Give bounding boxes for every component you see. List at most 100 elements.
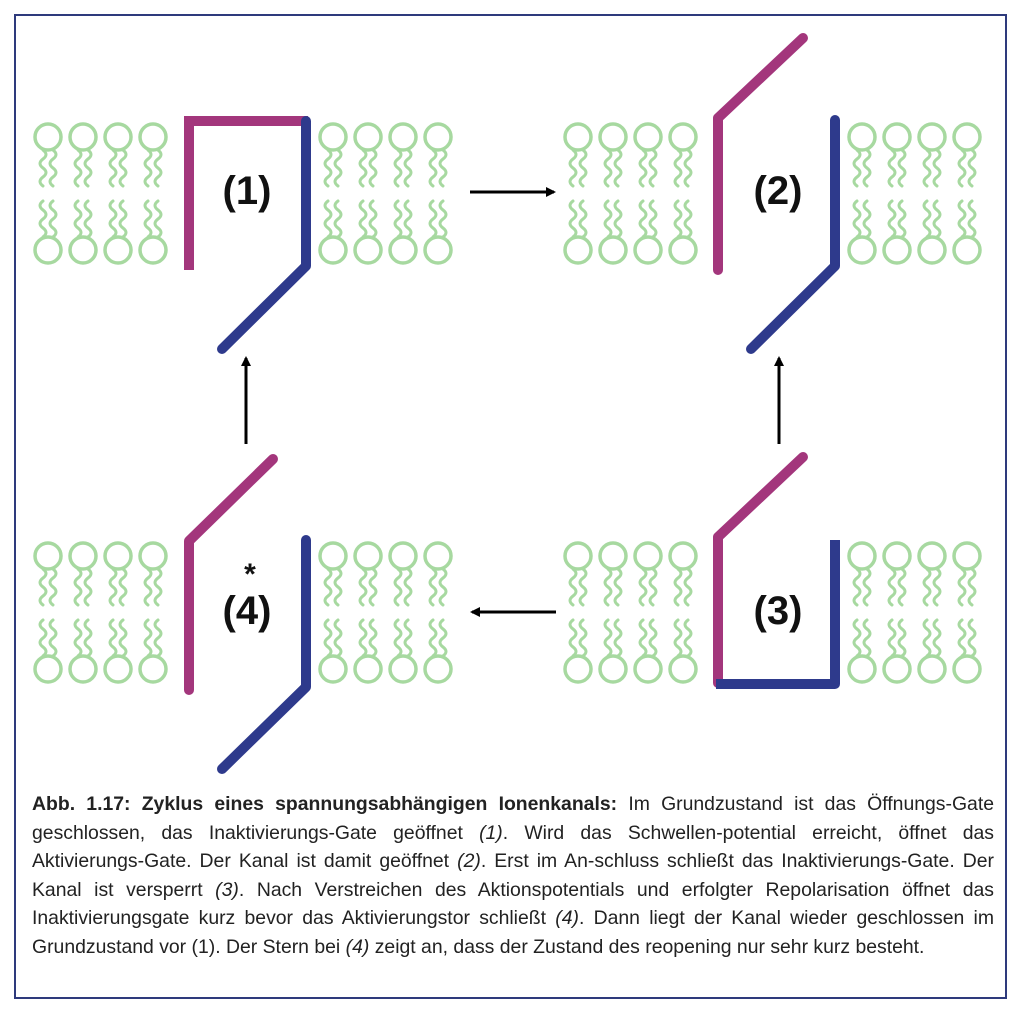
lipid-tail — [118, 567, 128, 607]
lipid-tail — [428, 199, 438, 239]
lipid-tail — [957, 199, 967, 239]
lipid-head-lower — [68, 654, 98, 684]
lipid-head-lower — [917, 235, 947, 265]
lipid-tail — [957, 567, 967, 607]
lipid-head-lower — [633, 654, 663, 684]
lipid-tail — [638, 148, 648, 188]
lipid-head-lower — [563, 654, 593, 684]
activation-gate — [713, 452, 808, 688]
lipid-head-lower — [917, 654, 947, 684]
lipid-head-upper — [633, 122, 663, 152]
lipid-head-upper — [353, 541, 383, 571]
lipid-tail — [48, 148, 58, 188]
lipid-tail — [673, 148, 683, 188]
lipid-tail — [323, 567, 333, 607]
lipid-tail — [922, 148, 932, 188]
lipid-tail — [638, 199, 648, 239]
caption-text: . Dann liegt der Kanal wieder geschlosse… — [32, 907, 994, 958]
lipid-head-upper — [318, 541, 348, 571]
lipid-bilayer-block — [563, 122, 698, 265]
lipid-tail — [648, 567, 658, 607]
lipid-tail — [897, 618, 907, 658]
lipid-tail — [683, 148, 693, 188]
lipid-tail — [108, 618, 118, 658]
lipid-tail — [922, 199, 932, 239]
lipid-head-lower — [318, 235, 348, 265]
caption-state-ref: (4) — [555, 907, 579, 930]
lipid-tail — [403, 199, 413, 239]
lipid-tail — [568, 567, 578, 607]
lipid-tail — [73, 199, 83, 239]
lipid-head-upper — [103, 122, 133, 152]
lipid-tail — [48, 618, 58, 658]
lipid-head-lower — [952, 235, 982, 265]
lipid-tail — [648, 148, 658, 188]
lipid-tail — [438, 567, 448, 607]
lipid-head-upper — [952, 541, 982, 571]
lipid-head-upper — [847, 541, 877, 571]
lipid-tail — [153, 567, 163, 607]
lipid-tail — [48, 567, 58, 607]
lipid-head-upper — [33, 122, 63, 152]
activation-gate — [184, 116, 308, 270]
lipid-tail — [683, 199, 693, 239]
lipid-head-lower — [633, 235, 663, 265]
lipid-tail — [897, 148, 907, 188]
lipid-head-lower — [882, 654, 912, 684]
inactivation-gate — [716, 540, 840, 689]
lipid-head-upper — [318, 122, 348, 152]
caption-title: Abb. 1.17: Zyklus eines spannungsabhängi… — [32, 793, 618, 815]
lipid-tail — [393, 618, 403, 658]
lipid-bilayer-block — [847, 122, 982, 265]
reopening-star: * — [244, 558, 256, 591]
state-label-2: (2) — [754, 169, 803, 213]
lipid-head-upper — [668, 122, 698, 152]
lipid-tail — [38, 567, 48, 607]
lipid-tail — [143, 148, 153, 188]
lipid-tail — [578, 148, 588, 188]
lipid-head-upper — [563, 122, 593, 152]
channel-state-1: (1) — [184, 116, 311, 354]
lipid-bilayer-block — [318, 541, 453, 684]
lipid-head-lower — [423, 235, 453, 265]
lipid-tail — [683, 618, 693, 658]
lipid-tail — [603, 199, 613, 239]
lipid-head-upper — [917, 541, 947, 571]
lipid-head-lower — [668, 235, 698, 265]
channel-state-4: (4) * — [184, 454, 311, 774]
lipid-tail — [403, 148, 413, 188]
lipid-tail — [613, 618, 623, 658]
lipid-head-lower — [952, 654, 982, 684]
lipid-head-lower — [353, 235, 383, 265]
lipid-head-lower — [353, 654, 383, 684]
activation-gate — [713, 33, 808, 275]
lipid-head-lower — [563, 235, 593, 265]
lipid-head-upper — [668, 541, 698, 571]
lipid-tail — [143, 618, 153, 658]
lipid-tail — [568, 148, 578, 188]
lipid-tail — [922, 618, 932, 658]
lipid-tail — [852, 148, 862, 188]
lipid-tail — [358, 199, 368, 239]
lipid-tail — [932, 567, 942, 607]
lipid-tail — [862, 567, 872, 607]
lipid-head-lower — [882, 235, 912, 265]
lipid-head-lower — [388, 235, 418, 265]
lipid-tail — [358, 567, 368, 607]
lipid-tail — [38, 618, 48, 658]
lipid-tail — [83, 567, 93, 607]
lipid-tail — [403, 567, 413, 607]
lipid-tail — [613, 199, 623, 239]
lipid-tail — [108, 199, 118, 239]
lipid-tail — [73, 618, 83, 658]
lipid-head-lower — [138, 235, 168, 265]
lipid-tail — [648, 199, 658, 239]
lipid-head-lower — [668, 654, 698, 684]
lipid-tail — [673, 567, 683, 607]
lipid-tail — [333, 199, 343, 239]
lipid-tail — [48, 199, 58, 239]
lipid-tail — [603, 148, 613, 188]
lipid-head-upper — [598, 541, 628, 571]
lipid-head-upper — [103, 541, 133, 571]
lipid-tail — [323, 199, 333, 239]
